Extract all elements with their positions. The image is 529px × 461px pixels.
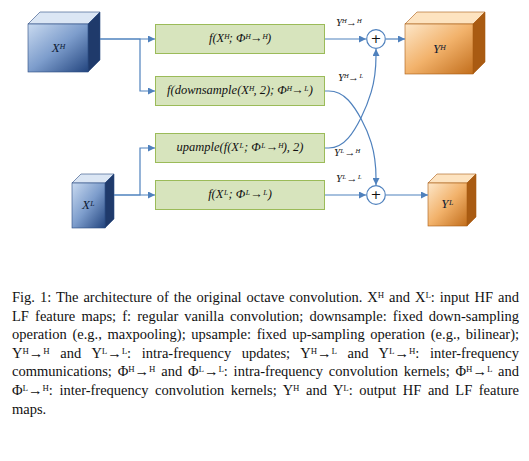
block-side	[467, 174, 476, 226]
input-feature-map: Xᴸ	[72, 174, 114, 228]
box-outline	[156, 77, 325, 106]
node-text: Xᴴ	[28, 24, 88, 72]
block-side	[105, 174, 114, 228]
convolution-box: upample(f(Xᴸ; Φᴸ→ᴴ), 2)	[155, 133, 325, 163]
signal-arrow	[386, 38, 405, 39]
block-front	[72, 183, 105, 228]
sum-circle	[367, 30, 386, 49]
block-top	[405, 12, 485, 24]
convolution-box: f(downsample(Xᴴ, 2); Φᴴ→ᴸ)	[155, 76, 325, 106]
edge-label: Yᴸ→ᴴ	[334, 146, 359, 158]
sum-circle	[367, 186, 386, 205]
block-front	[405, 24, 473, 74]
convolution-box: f(Xᴴ; Φᴴ→ᴴ)	[155, 24, 325, 54]
node-text: +	[366, 185, 386, 205]
node-text: +	[366, 29, 386, 49]
sum-node: +	[366, 185, 386, 205]
block-side	[473, 12, 485, 74]
node-text: Yᴴ	[405, 24, 473, 74]
signal-arrow	[325, 194, 366, 195]
node-text: f(Xᴸ; Φᴸ→ᴸ)	[155, 180, 325, 210]
output-feature-map: Yᴸ	[428, 174, 476, 226]
block-top	[28, 12, 100, 24]
signal-arrow	[325, 49, 376, 148]
box-outline	[156, 181, 325, 210]
edge-label: Yᴴ→ᴸ	[338, 71, 363, 83]
signal-arrow	[100, 39, 155, 91]
node-text: f(Xᴴ; Φᴴ→ᴴ)	[155, 24, 325, 54]
output-feature-map: Yᴴ	[405, 12, 485, 74]
signal-arrow	[100, 38, 155, 39]
node-text: Yᴸ	[428, 183, 467, 226]
signal-arrow	[325, 38, 366, 39]
input-feature-map: Xᴴ	[28, 12, 100, 72]
box-outline	[156, 25, 325, 54]
convolution-box: f(Xᴸ; Φᴸ→ᴸ)	[155, 180, 325, 210]
signal-arrow	[114, 194, 155, 195]
sum-node: +	[366, 29, 386, 49]
block-front	[428, 183, 467, 226]
node-text: Xᴸ	[72, 183, 105, 228]
signal-arrow	[386, 194, 428, 195]
figure-caption: Fig. 1: The architecture of the original…	[12, 288, 519, 418]
node-text: f(downsample(Xᴴ, 2); Φᴴ→ᴸ)	[155, 76, 325, 106]
edge-label: Yᴴ→ᴴ	[336, 16, 361, 28]
node-text: upample(f(Xᴸ; Φᴸ→ᴴ), 2)	[155, 133, 325, 163]
signal-arrow	[114, 148, 155, 195]
edge-label: Yᴸ→ᴸ	[336, 172, 362, 184]
node-outline	[405, 12, 485, 74]
box-outline	[156, 134, 325, 163]
block-side	[88, 12, 100, 72]
signal-arrow	[325, 91, 376, 185]
block-front	[28, 24, 88, 72]
